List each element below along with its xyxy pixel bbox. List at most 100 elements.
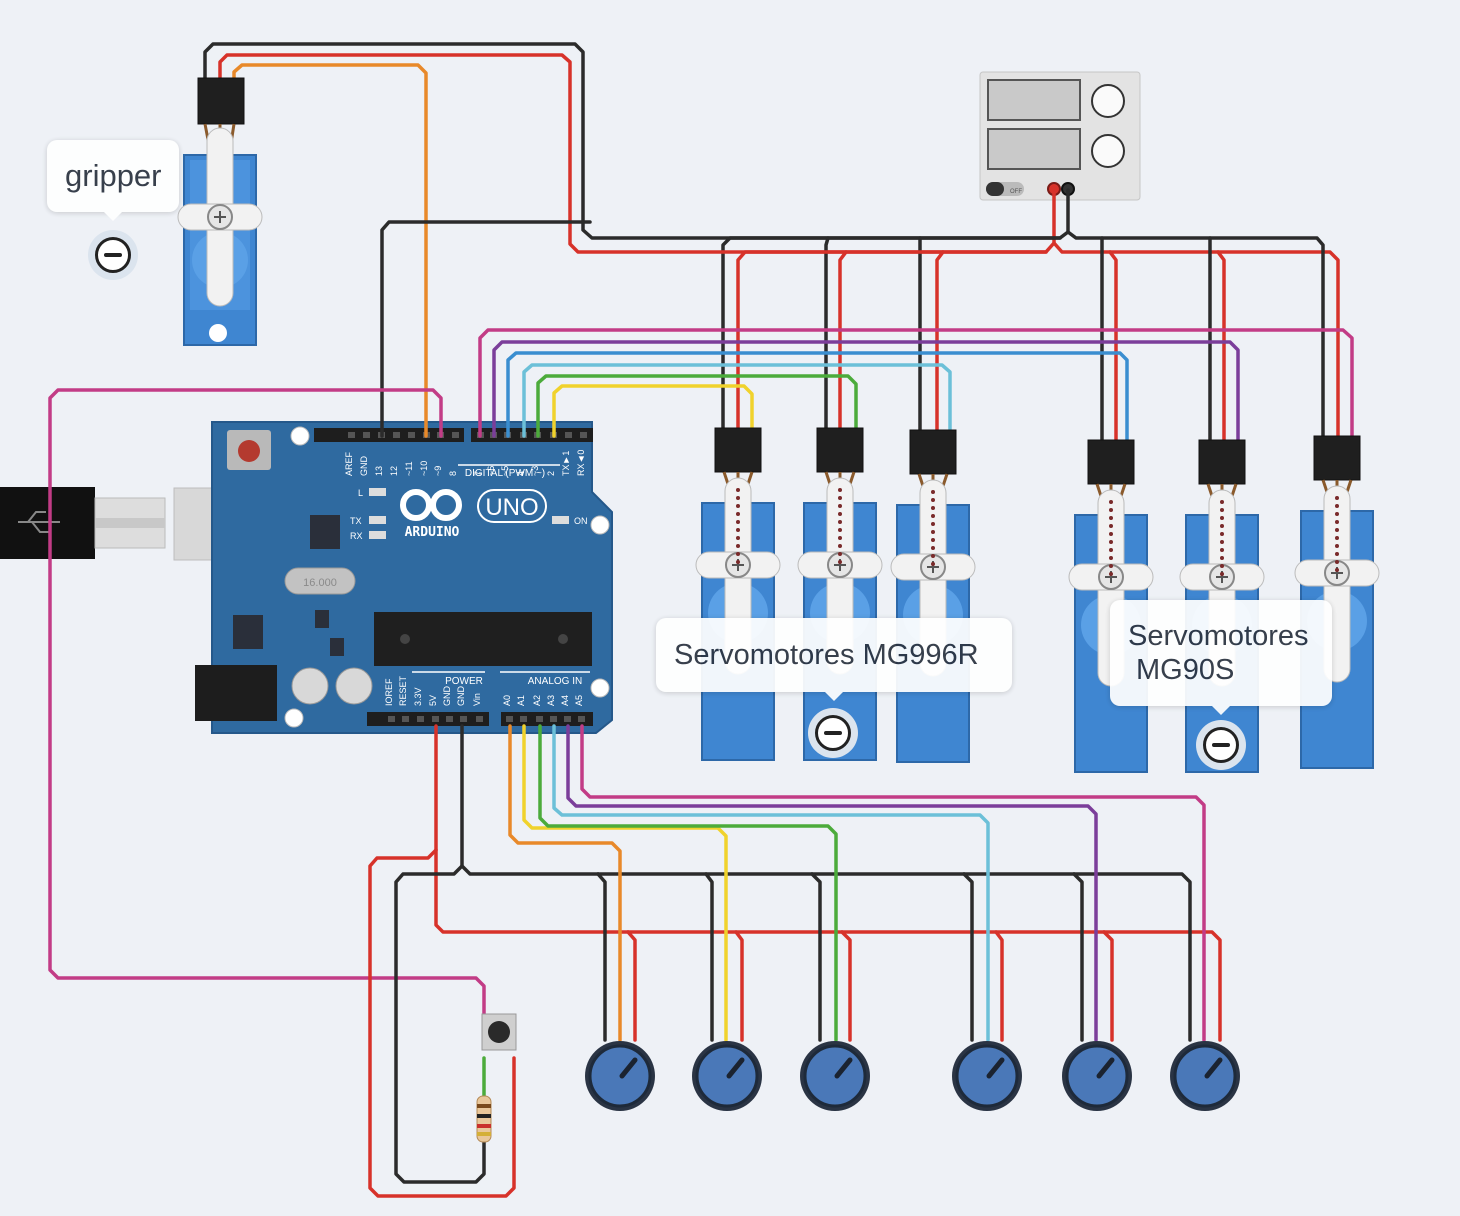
power-pin-label: 3.3V [413,687,423,706]
potentiometer[interactable] [800,1041,870,1111]
mg90s-collapse-button[interactable] [1196,720,1246,770]
power-pin-socket[interactable] [446,716,453,722]
power-label: POWER [445,676,483,687]
arduino-logo-icon [400,489,462,521]
potentiometer[interactable] [585,1041,655,1111]
digital-pin-label: ~9 [433,466,443,476]
potentiometer-icon [1170,1041,1240,1111]
gripper-note-text: gripper [65,158,162,193]
digital-pin-label: ~6 [486,466,496,476]
resistor-icon [476,1095,492,1143]
digital-pin-socket[interactable] [348,432,355,438]
power-pin-labels: IOREF RESET 3.3V 5V GND GND Vin [384,675,483,722]
potentiometer[interactable] [1170,1041,1240,1111]
analog-pin-socket[interactable] [506,716,513,722]
digital-pin-label: 7 [473,471,483,476]
analog-pin-label: A4 [560,695,570,706]
wires[interactable] [48,42,1354,1198]
digital-header-right [471,428,593,442]
voltage-display [987,79,1081,121]
power-pin-label: GND [456,686,466,707]
digital-pin-label: 4 [516,471,526,476]
digital-pin-label: ~11 [404,461,414,476]
current-display [987,128,1081,170]
digital-pin-label: 2 [546,471,556,476]
analog-pin-socket[interactable] [550,716,557,722]
mg90s-note-line1: Servomotores [1128,620,1309,652]
power-pin-socket[interactable] [460,716,467,722]
potentiometer-icon [1062,1041,1132,1111]
analog-pin-label: A1 [516,695,526,706]
power-pin-label: RESET [398,675,408,706]
potentiometer[interactable] [952,1041,1022,1111]
servo-horn-icon [177,127,263,307]
mg996r-collapse-button[interactable] [808,708,858,758]
power-pin-label: 5V [428,695,438,706]
arduino-model: UNO [485,494,538,521]
digital-pin-socket[interactable] [393,432,400,438]
servo-motor[interactable] [890,429,976,763]
analog-pin-label: A5 [574,695,584,706]
power-supply[interactable]: OFF [979,71,1141,201]
power-pin-socket[interactable] [476,716,483,722]
mg996r-note-text: Servomotores MG996R [674,638,979,671]
pushbutton[interactable] [481,1013,517,1051]
digital-pin-label: RX◄0 [576,450,586,476]
gripper-servo[interactable] [177,77,263,346]
digital-pin-label: 13 [374,466,384,476]
power-pin-label: GND [442,686,452,707]
power-pin-socket[interactable] [402,716,409,722]
digital-pin-socket[interactable] [565,432,572,438]
digital-pin-label: 12 [389,466,399,476]
power-switch[interactable] [986,182,1004,196]
digital-pin-label: ~3 [530,466,540,476]
gripper-collapse-button[interactable] [88,230,138,280]
led-tx-label: TX [350,516,362,526]
resistor[interactable] [476,1095,492,1143]
usb-chip [310,515,340,549]
digital-pin-label: 8 [448,471,458,476]
digital-pin-socket[interactable] [408,432,415,438]
power-pin-socket[interactable] [432,716,439,722]
digital-pin-label: GND [359,456,369,477]
servo-motor[interactable] [695,427,781,761]
analog-pin-label: A3 [546,695,556,706]
analog-pin-socket[interactable] [564,716,571,722]
analog-pin-socket[interactable] [578,716,585,722]
power-pin-label: Vin [472,693,482,706]
analog-pin-label: A2 [532,695,542,706]
gripper-note[interactable]: gripper [47,140,179,221]
power-pin-label: IOREF [384,678,394,706]
analog-pin-socket[interactable] [536,716,543,722]
potentiometer-icon [952,1041,1022,1111]
digital-pin-socket[interactable] [452,432,459,438]
voltage-knob[interactable] [1091,84,1125,118]
analog-pin-socket[interactable] [520,716,527,722]
mg90s-note[interactable]: Servomotores MG90S [1110,600,1332,715]
arduino-brand: ARDUINO [405,525,460,540]
arduino-uno-board[interactable]: 16.000 L TX RX ON ARDUINO UNO DIGITAL (P… [195,421,613,734]
mg996r-note[interactable]: Servomotores MG996R [656,618,1012,701]
led-l-label: L [358,488,363,498]
analog-label: ANALOG IN [528,676,582,687]
power-pin-socket[interactable] [417,716,424,722]
usb-icon [18,511,60,533]
mg90s-note-line2: MG90S [1136,654,1235,686]
digital-label: DIGITAL (PWM ~) [465,468,545,479]
analog-pin-label: A0 [502,695,512,706]
digital-pin-label: TX►1 [561,451,571,476]
power-switch-label: OFF [1010,189,1022,195]
digital-pin-socket[interactable] [363,432,370,438]
potentiometer-row[interactable] [585,1041,1240,1111]
collapse-icon [95,237,131,273]
power-jack [195,665,277,721]
potentiometer[interactable] [1062,1041,1132,1111]
power-pin-socket[interactable] [388,716,395,722]
potentiometer-icon [692,1041,762,1111]
collapse-icon [1203,727,1239,763]
analog-header [501,712,593,726]
potentiometer[interactable] [692,1041,762,1111]
current-knob[interactable] [1091,134,1125,168]
potentiometer-icon [800,1041,870,1111]
digital-pin-socket[interactable] [580,432,587,438]
